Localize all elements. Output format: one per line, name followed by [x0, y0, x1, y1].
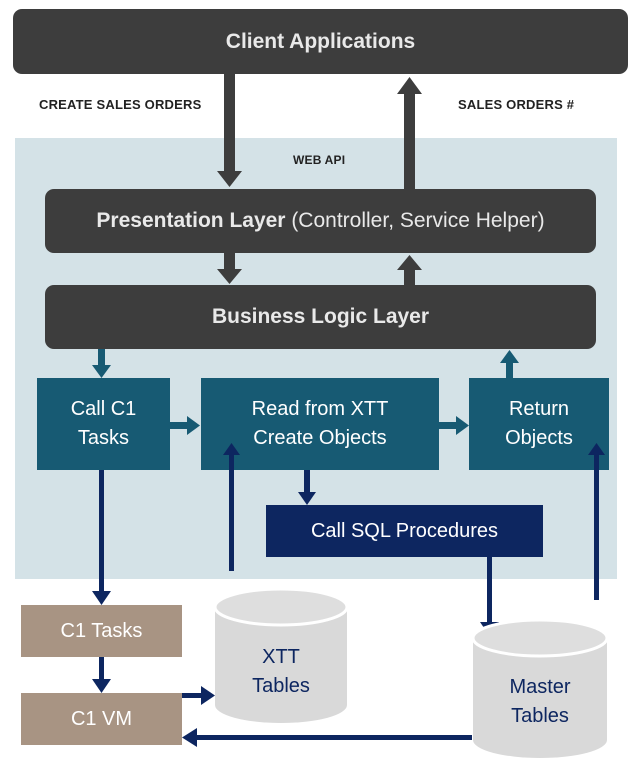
- call-sql-procedures-label: Call SQL Procedures: [310, 519, 499, 542]
- call-sql-procedures-box: Call SQL Procedures: [266, 505, 543, 557]
- read-from-xtt-box: Read from XTT Create Objects: [201, 378, 439, 470]
- c1-tasks-box: C1 Tasks: [21, 605, 182, 657]
- c1-tasks-label: C1 Tasks: [60, 619, 143, 642]
- arrow-call-c1-to-read-xtt: [170, 416, 200, 435]
- arrow-business-to-presentation: [397, 255, 422, 285]
- arrow-presentation-to-client: [397, 77, 422, 189]
- call-c1-tasks-label: Call C1 Tasks: [70, 398, 137, 449]
- arrow-client-to-presentation: [217, 74, 242, 187]
- create-sales-orders-label: CREATE SALES ORDERS: [39, 97, 202, 112]
- client-applications-label: Client Applications: [225, 29, 416, 53]
- arrow-master-up-to-return: [588, 443, 605, 600]
- master-tables-label: Master Tables: [509, 676, 571, 727]
- arrow-read-xtt-to-sql: [298, 470, 316, 505]
- master-tables-text-wrap: Master Tables: [473, 670, 607, 734]
- arrow-master-to-c1-vm: [182, 728, 472, 747]
- arrow-call-c1-to-c1-tasks: [92, 470, 111, 605]
- c1-vm-label: C1 VM: [70, 707, 133, 730]
- arrow-read-xtt-to-return: [439, 416, 469, 435]
- arrow-business-to-call-c1: [92, 349, 111, 378]
- presentation-layer-box: Presentation Layer (Controller, Service …: [45, 189, 596, 253]
- return-objects-label: Return Objects: [505, 398, 573, 449]
- call-c1-tasks-box: Call C1 Tasks: [37, 378, 170, 470]
- presentation-layer-label: Presentation Layer: [96, 209, 286, 232]
- arrow-c1-vm-to-xtt: [182, 686, 215, 705]
- master-tables-cylinder: [471, 618, 609, 758]
- web-api-label: WEB API: [293, 153, 346, 167]
- arrow-presentation-to-business: [217, 253, 242, 284]
- business-logic-layer-box: Business Logic Layer: [45, 285, 596, 349]
- business-logic-layer-label: Business Logic Layer: [211, 305, 430, 328]
- client-applications-box: Client Applications: [13, 9, 628, 74]
- sales-orders-number-label: SALES ORDERS #: [458, 97, 575, 112]
- arrow-return-to-business: [500, 350, 519, 378]
- xtt-tables-label: XTT Tables: [252, 646, 310, 697]
- arrow-c1-tasks-to-c1-vm: [92, 657, 111, 693]
- presentation-layer-sublabel: (Controller, Service Helper): [285, 209, 545, 232]
- xtt-tables-text-wrap: XTT Tables: [215, 640, 347, 704]
- arrow-xtt-up-to-read: [223, 443, 240, 571]
- return-objects-box: Return Objects: [469, 378, 609, 470]
- read-from-xtt-label: Read from XTT Create Objects: [251, 398, 389, 449]
- c1-vm-box: C1 VM: [21, 693, 182, 745]
- xtt-tables-cylinder: [213, 587, 349, 723]
